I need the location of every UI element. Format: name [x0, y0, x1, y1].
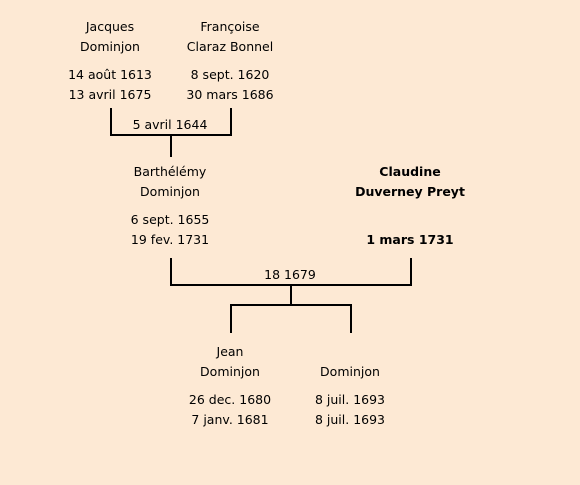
- last-name: Dominjon: [140, 184, 200, 199]
- marriage-date-label: 5 avril 1644: [132, 117, 208, 132]
- first-name: Jacques: [85, 19, 135, 34]
- death-date: 7 janv. 1681: [191, 412, 269, 427]
- first-name: Françoise: [200, 19, 260, 34]
- person-jean-dominjon[interactable]: Jean Dominjon 26 dec. 1680 7 janv. 1681: [160, 342, 300, 430]
- person-barthelemy-dominjon[interactable]: Barthélémy Dominjon 6 sept. 1655 19 fev.…: [100, 162, 240, 250]
- descent-line: [290, 285, 292, 305]
- first-name: [280, 342, 420, 362]
- last-name: Duverney Preyt: [355, 184, 465, 199]
- connector-line: [410, 258, 412, 286]
- death-date: 8 juil. 1693: [314, 412, 386, 427]
- birth-date: [340, 210, 480, 230]
- last-name: Dominjon: [80, 39, 140, 54]
- death-date: 1 mars 1731: [366, 232, 454, 247]
- death-date: 13 avril 1675: [68, 87, 152, 102]
- children-line: [230, 304, 352, 306]
- birth-date: 8 sept. 1620: [190, 67, 270, 82]
- connector-line: [230, 108, 232, 136]
- child-drop-line: [230, 305, 232, 333]
- last-name: Dominjon: [320, 364, 380, 379]
- person-claudine-duverney-preyt[interactable]: Claudine Duverney Preyt 1 mars 1731: [340, 162, 480, 250]
- person-jacques-dominjon[interactable]: Jacques Dominjon 14 août 1613 13 avril 1…: [40, 17, 180, 105]
- child-drop-line: [350, 305, 352, 333]
- first-name: Claudine: [379, 164, 441, 179]
- person-dominjon-child[interactable]: Dominjon 8 juil. 1693 8 juil. 1693: [280, 342, 420, 430]
- birth-date: 26 dec. 1680: [188, 392, 272, 407]
- first-name: Barthélémy: [133, 164, 207, 179]
- person-francoise-claraz-bonnel[interactable]: Françoise Claraz Bonnel 8 sept. 1620 30 …: [160, 17, 300, 105]
- birth-date: 8 juil. 1693: [314, 392, 386, 407]
- first-name: Jean: [216, 344, 244, 359]
- descent-line: [170, 135, 172, 157]
- death-date: 30 mars 1686: [186, 87, 274, 102]
- birth-date: 14 août 1613: [68, 67, 152, 82]
- last-name: Dominjon: [200, 364, 260, 379]
- connector-line: [170, 258, 172, 286]
- connector-line: [110, 108, 112, 136]
- birth-date: 6 sept. 1655: [130, 212, 210, 227]
- death-date: 19 fev. 1731: [130, 232, 210, 247]
- last-name: Claraz Bonnel: [186, 39, 274, 54]
- marriage-date-label: 18 1679: [264, 267, 316, 282]
